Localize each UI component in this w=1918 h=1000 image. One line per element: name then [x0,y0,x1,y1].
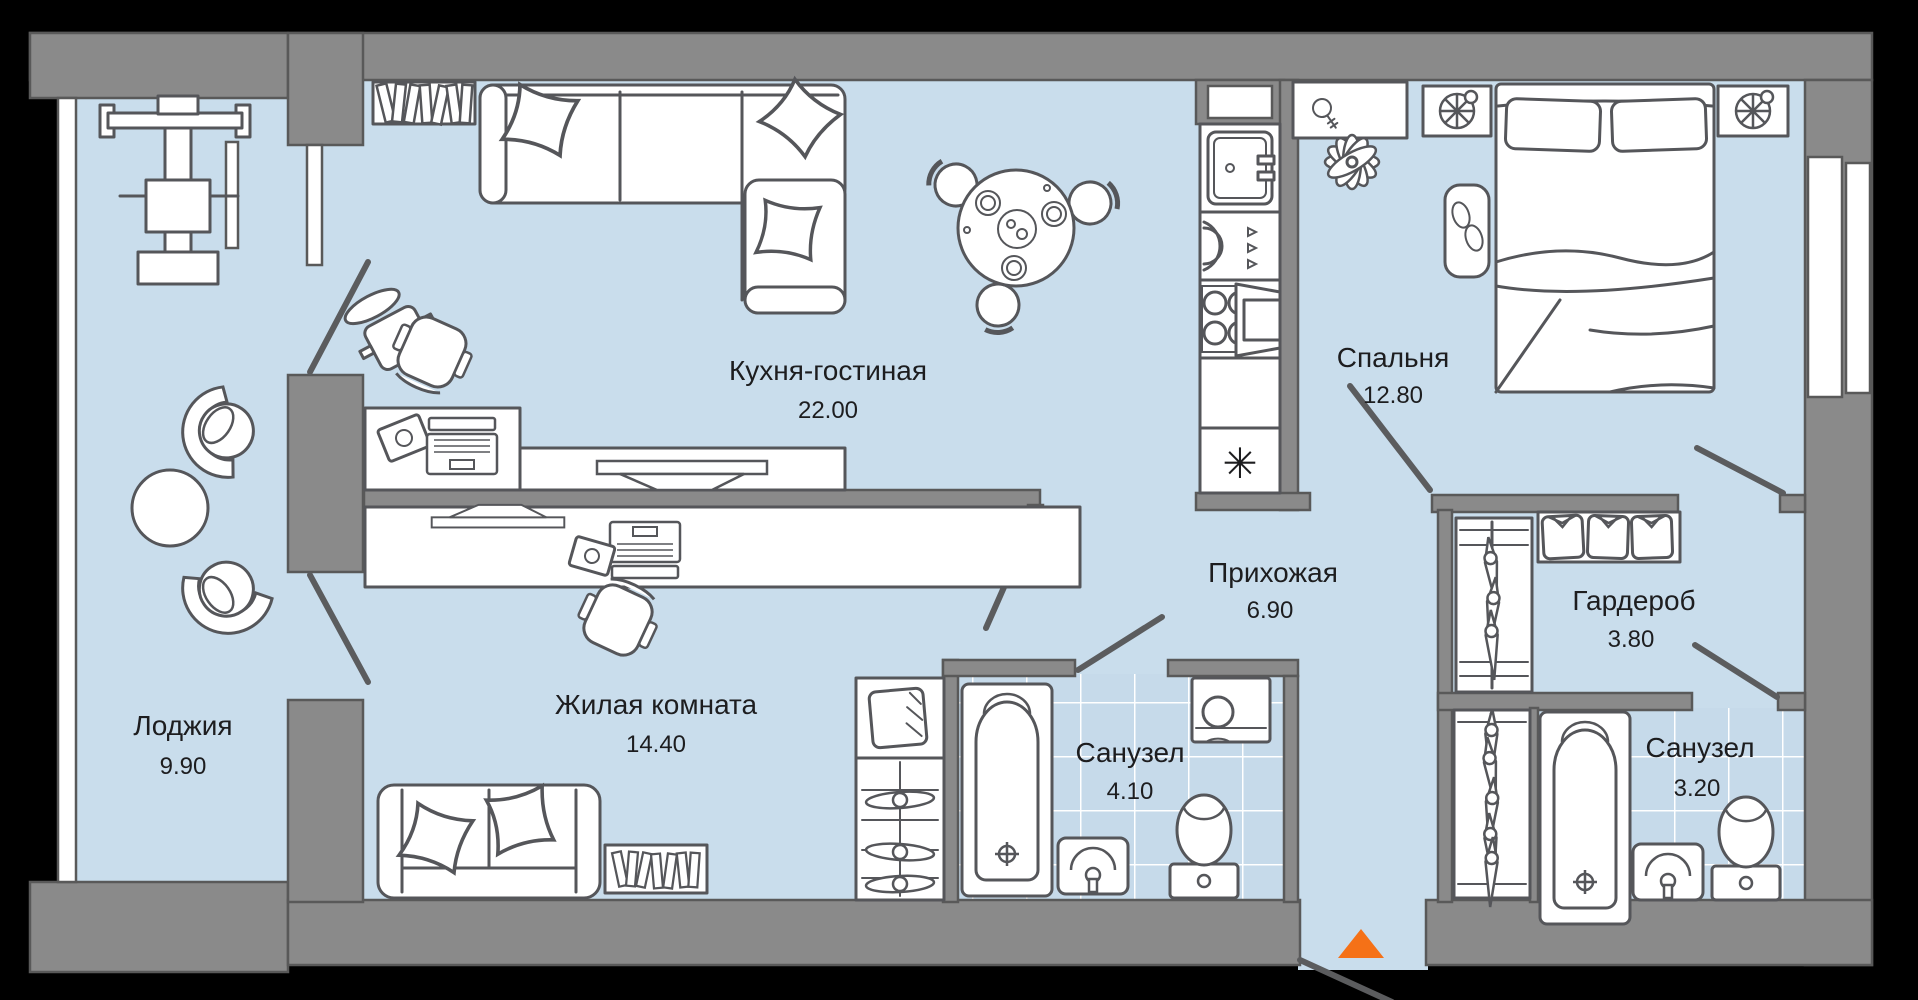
kitchen-shaft-niche [1206,84,1274,120]
washing-machine-icon [1190,676,1272,744]
hall-closet-rack [1452,707,1532,909]
entrance-door-swing [1297,957,1395,1000]
wall-top-left-return [286,31,365,147]
wall-bath1-right [1282,674,1300,904]
room-area-wardrobe: 3.80 [1608,626,1655,653]
freezer-icon: ✳ [1222,440,1257,487]
wall-bath2-door-jamb [1776,691,1807,712]
bookshelf-icon [371,80,477,126]
kitchen-cabinet-run: ✳ [1198,84,1282,495]
entrance-arrow-icon [1338,929,1384,958]
wall-bottom-loggia [28,880,290,974]
toilet-1 [1168,793,1240,900]
wall-wardrobe-door-jamb [1778,493,1807,514]
gym-machine-icon [98,94,252,286]
kitchen-sink-icon [1202,220,1259,272]
balcony-door-lower-swing [307,572,371,685]
living-room-bookshelf-icon [603,843,709,895]
linen-closet [854,676,946,902]
bedroom-door-swing [1347,383,1433,493]
wardrobe-shirt-shelf [1536,510,1682,564]
wall-top-left-corner [28,31,290,100]
wall-kitchen-bedroom [1278,78,1300,512]
wall-below-kitchen [1194,491,1312,512]
room-label-loggia: Лоджия [133,710,232,741]
bedroom-vanity [1291,80,1409,140]
bedside-rug [1443,183,1491,279]
room-area-bedroom: 12.80 [1363,382,1423,409]
wall-wardrobe-bath2 [1436,691,1694,712]
wall-desk-partition [362,488,1042,509]
double-bed [1494,82,1716,394]
room-label-bedroom: Спальня [1337,342,1450,373]
nightstand-left [1421,84,1493,138]
windows [56,96,1872,884]
bedroom-window-inner [1806,155,1844,399]
room-label-bathroom-1: Санузел [1075,737,1184,768]
fridge-icon [1206,130,1276,206]
loggia-table [130,468,210,548]
wardrobe-door-swing [1694,445,1786,496]
dining-table [956,168,1076,288]
living-room-sofa [376,783,602,900]
bathtub-1 [960,682,1054,898]
room-area-living-room: 14.40 [626,731,686,758]
bathroom-2-door-swing [1692,642,1780,700]
wall-bath1-top-left [941,658,1077,678]
room-label-bathroom-2: Санузел [1645,732,1754,763]
toilet-2 [1710,795,1782,902]
room-area-hallway: 6.90 [1247,597,1294,624]
corner-sofa [478,75,847,315]
wall-bedroom-bottom [1430,493,1680,514]
loggia-partition-window [305,143,324,267]
loggia-glazing-window [56,96,78,884]
sink-2 [1631,842,1705,902]
stove-icon [1201,282,1282,358]
nightstand-right [1716,84,1790,138]
bedroom-window-outer [1844,161,1872,395]
balcony-door-upper-swing [307,259,371,375]
wall-loggia-lower [286,698,365,904]
room-area-bathroom-2: 3.20 [1674,775,1721,802]
workstation-upper [363,306,522,492]
counter-tv-upper [518,446,847,492]
wall-loggia-pier [286,373,365,574]
room-label-living-room: Жилая комната [555,689,758,720]
plant-icon [1323,133,1381,191]
sink-1 [1056,836,1130,896]
room-label-hallway: Прихожая [1208,557,1338,588]
room-area-kitchen-living: 22.00 [798,397,858,424]
bathtub-2 [1538,710,1632,926]
room-label-kitchen-living: Кухня-гостиная [729,355,927,386]
dining-table-set [923,153,1126,343]
room-label-wardrobe: Гардероб [1572,585,1695,616]
room-area-bathroom-1: 4.10 [1107,778,1154,805]
room-area-loggia: 9.90 [160,753,207,780]
wall-bath1-top-right [1166,658,1300,678]
bathroom-1-door-swing [1075,614,1165,673]
workstation-lower [363,503,1082,666]
wall-bottom-right [1424,898,1874,967]
wall-bottom-left [286,898,1302,967]
wardrobe-rack [1454,516,1534,694]
